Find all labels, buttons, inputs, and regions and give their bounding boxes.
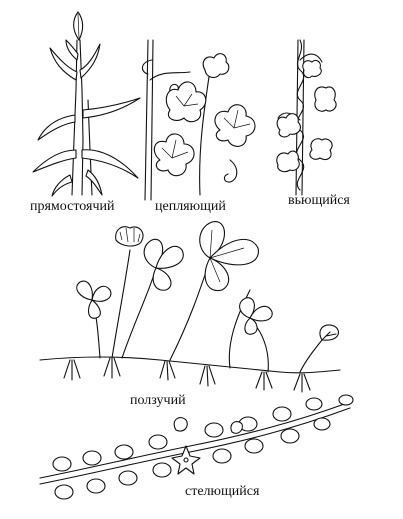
erect-plant-drawing: [32, 11, 141, 197]
climbing-plant-drawing: [141, 39, 256, 201]
label-trailing-stem: стелющийся: [185, 484, 260, 499]
label-twining-stem: вьющийся: [288, 193, 350, 208]
label-creeping-stem: ползучий: [130, 393, 186, 408]
trailing-plant-drawing: [39, 394, 354, 500]
label-climbing-stem: цепляющий: [155, 199, 226, 214]
twining-plant-drawing: [276, 39, 337, 196]
label-erect-stem: прямостоячий: [30, 199, 115, 214]
creeping-plant-drawing: [39, 221, 341, 393]
